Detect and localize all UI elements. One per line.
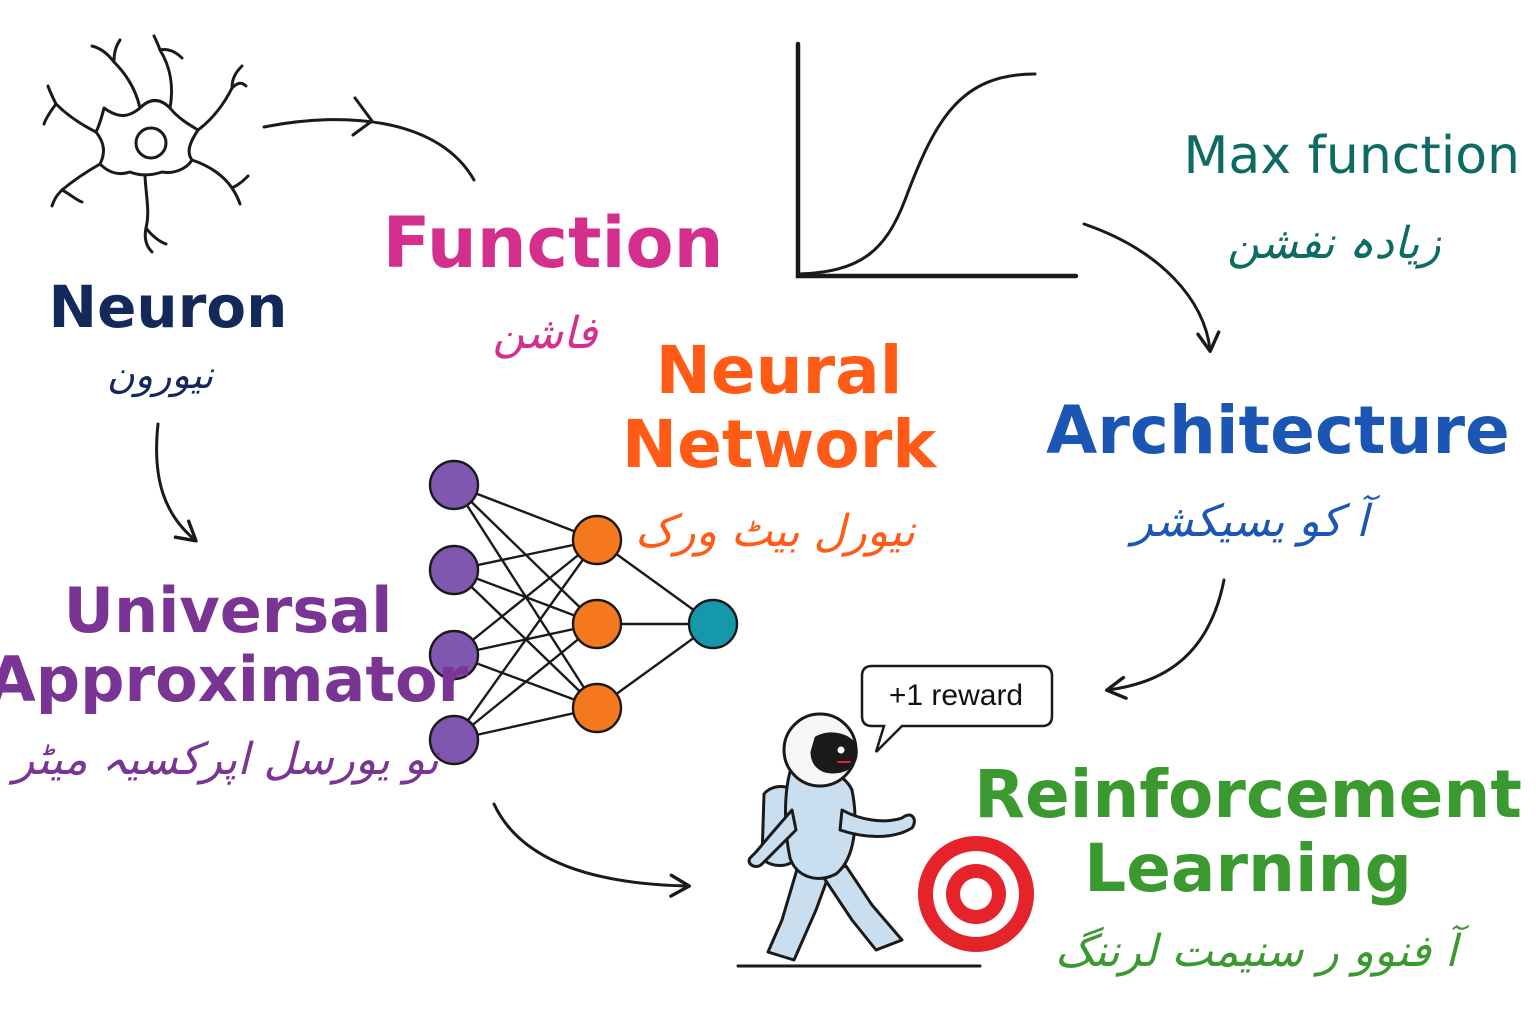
- robot-walker-icon: [736, 712, 982, 968]
- neuron-icon: [42, 34, 250, 254]
- universal-approximator-urdu: نو یورسل اپرکسیہ میٹر: [13, 734, 439, 785]
- hidden-node: [571, 682, 623, 734]
- function-title: Function: [382, 202, 724, 284]
- arrow-sigmoid-to-architecture: [1082, 222, 1221, 353]
- sigmoid-curve-icon: [795, 41, 1079, 279]
- hidden-node: [571, 598, 623, 650]
- arrowhead: [351, 96, 374, 137]
- arrow-neuron-to-universal: [155, 422, 198, 543]
- reward-bubble-text: +1 reward: [888, 679, 1024, 712]
- arrow-architecture-to-reinforcement: [1105, 578, 1226, 700]
- arrows: [155, 96, 1226, 898]
- input-node: [428, 714, 480, 766]
- neural-network-icon: [428, 459, 739, 766]
- reinforcement-learning-urdu: آ فنوو ر سنیمت لرننگ: [1054, 926, 1458, 977]
- reward-bubble: [860, 664, 1054, 753]
- input-node: [428, 544, 480, 596]
- reinforcement-line2: Learning: [1084, 829, 1412, 907]
- universal-approximator-title: Universal Approximator: [0, 576, 468, 715]
- neural-network-title: Neural Network: [622, 334, 936, 482]
- arrow-network-to-reinforcement: [492, 802, 691, 898]
- input-node: [428, 629, 480, 681]
- output-node: [687, 598, 739, 650]
- max-function-urdu: زیادہ نفشن: [1227, 218, 1441, 269]
- arrow-neuron-to-function: [262, 118, 476, 182]
- universal-line1: Universal: [63, 574, 393, 647]
- neural-network-line1: Neural: [655, 332, 903, 409]
- reinforcement-learning-title: Reinforcement Learning: [974, 758, 1522, 906]
- neuron-title: Neuron: [48, 273, 288, 341]
- reinforcement-line1: Reinforcement: [974, 756, 1522, 833]
- neural-network-urdu: نیورل بیٹ ورک: [634, 506, 916, 557]
- function-urdu: فاشن: [492, 308, 598, 359]
- universal-line2: Approximator: [0, 643, 469, 717]
- max-function-title: Max function: [1183, 126, 1520, 186]
- target-icon: [918, 836, 1034, 952]
- architecture-urdu: آ کو یسیکشر: [1131, 496, 1369, 547]
- input-node: [428, 459, 480, 511]
- neuron-urdu: نیورون: [106, 353, 214, 397]
- neural-network-line2: Network: [621, 405, 937, 483]
- hidden-node: [571, 514, 623, 566]
- architecture-title: Architecture: [1046, 392, 1510, 469]
